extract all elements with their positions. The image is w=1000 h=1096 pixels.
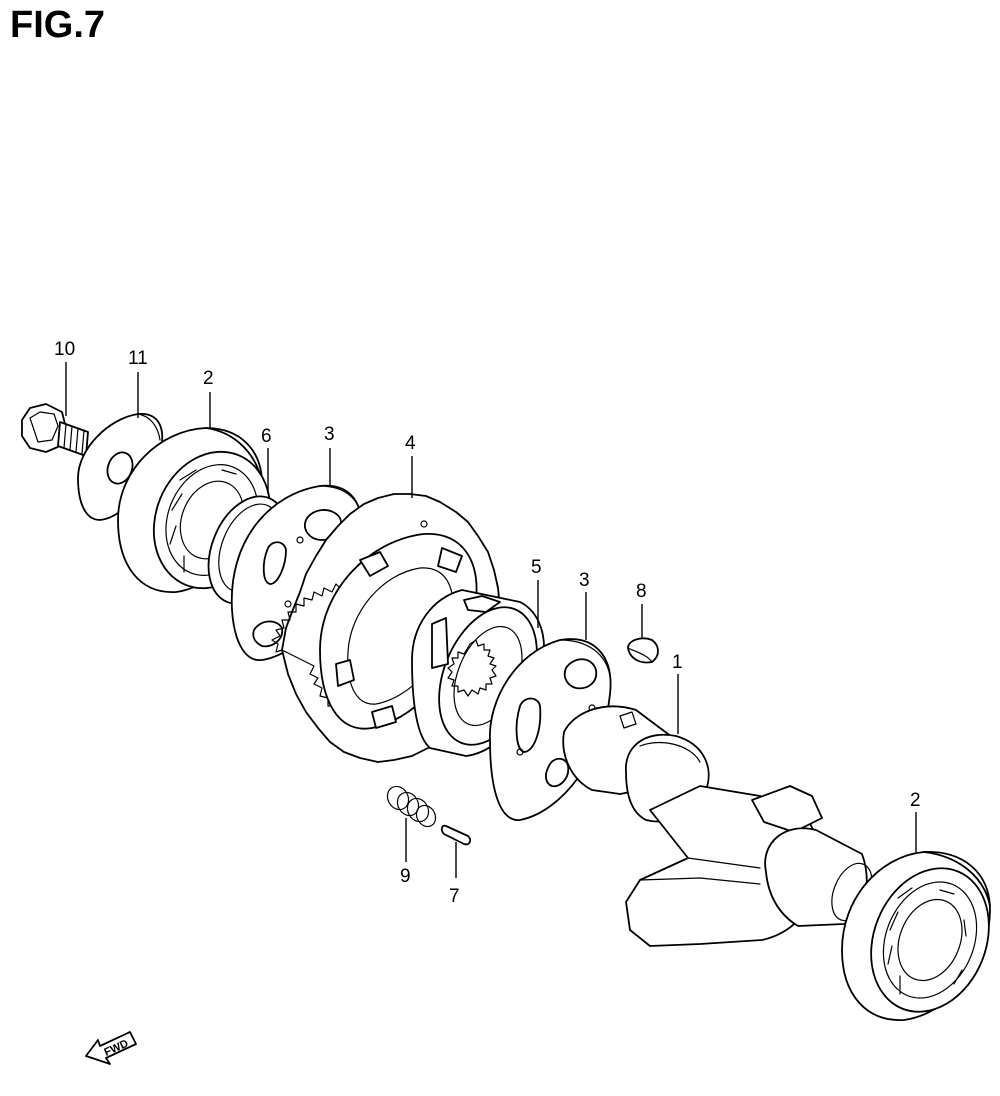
callout-3-right: 3 (579, 570, 590, 591)
plate-part-3-right (489, 638, 612, 821)
callout-labels: 10 11 2 6 3 4 5 3 8 1 2 9 7 (54, 339, 921, 907)
plate-part-3-left (230, 484, 363, 661)
leader-lines (65, 362, 917, 878)
spring-part-9 (386, 785, 437, 828)
bolt-part-10 (21, 403, 89, 457)
figure-title: FIG.7 (10, 4, 106, 46)
shaft-part-1 (562, 705, 873, 947)
callout-1: 1 (672, 652, 683, 673)
callout-7: 7 (449, 886, 460, 907)
callout-6: 6 (261, 426, 272, 447)
callout-3-left: 3 (324, 424, 335, 445)
pin-part-7 (440, 824, 471, 846)
washer-part-11 (77, 413, 164, 521)
callout-4: 4 (405, 433, 416, 454)
bearing-part-2-right (841, 851, 991, 1021)
callout-2-right: 2 (910, 790, 921, 811)
callout-5: 5 (531, 557, 542, 578)
callout-10: 10 (54, 339, 75, 360)
fwd-label: FWD (102, 1038, 130, 1059)
callout-8: 8 (636, 581, 647, 602)
callout-9: 9 (400, 866, 411, 887)
callout-11: 11 (128, 348, 148, 369)
key-part-8 (627, 637, 659, 664)
fwd-arrow-icon: FWD (85, 1031, 137, 1065)
callout-2-left: 2 (203, 368, 214, 389)
